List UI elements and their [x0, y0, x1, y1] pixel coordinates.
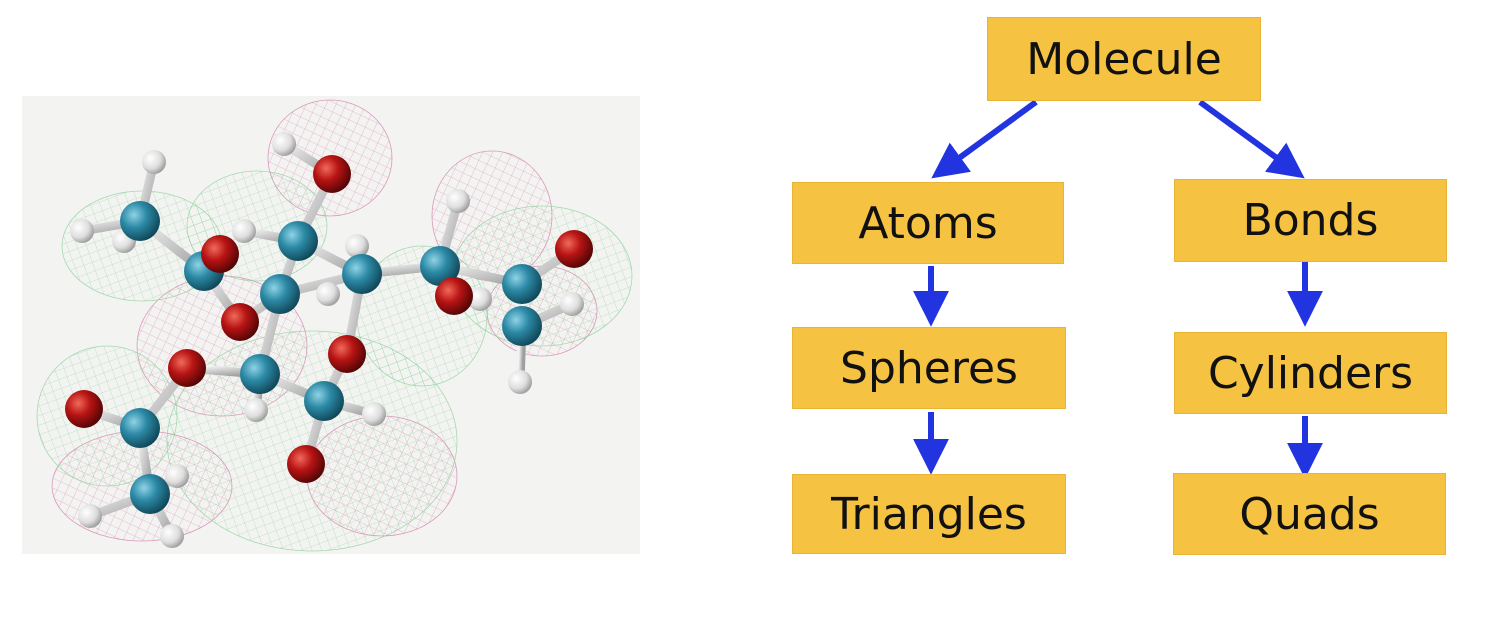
- arrows-layer: [913, 99, 1323, 479]
- carbon-atom: [342, 254, 382, 294]
- hydrogen-atom: [78, 504, 102, 528]
- hydrogen-atom: [165, 464, 189, 488]
- node-cylinders: Cylinders: [1174, 332, 1447, 414]
- oxygen-atom: [201, 235, 239, 273]
- oxygen-atom: [555, 230, 593, 268]
- hydrogen-atom: [142, 150, 166, 174]
- hydrogen-atom: [508, 370, 532, 394]
- node-spheres: Spheres: [792, 327, 1066, 409]
- hydrogen-atom: [232, 219, 256, 243]
- node-triangles: Triangles: [792, 474, 1066, 554]
- hydrogen-atom: [345, 234, 369, 258]
- hydrogen-atom: [272, 132, 296, 156]
- carbon-atom: [278, 221, 318, 261]
- oxygen-atom: [168, 349, 206, 387]
- carbon-atom: [130, 474, 170, 514]
- hydrogen-atom: [160, 524, 184, 548]
- oxygen-atom: [328, 335, 366, 373]
- oxygen-atom: [435, 277, 473, 315]
- hydrogen-atom: [362, 402, 386, 426]
- hierarchy-diagram: Molecule Atoms Bonds Spheres Cylinders T…: [700, 0, 1494, 624]
- carbon-atom: [260, 274, 300, 314]
- oxygen-atom: [287, 445, 325, 483]
- carbon-atom: [120, 408, 160, 448]
- molecule-model-graphic: [36, 99, 633, 552]
- molecule-image: [22, 96, 640, 554]
- hydrogen-atom: [70, 219, 94, 243]
- node-quads: Quads: [1173, 473, 1446, 555]
- carbon-atom: [240, 354, 280, 394]
- carbon-atom: [502, 306, 542, 346]
- oxygen-atom: [221, 303, 259, 341]
- carbon-atom: [420, 246, 460, 286]
- carbon-atom: [120, 201, 160, 241]
- arrow-molecule-to-bonds: [1198, 99, 1305, 179]
- hydrogen-atom: [244, 398, 268, 422]
- node-atoms: Atoms: [792, 182, 1064, 264]
- hydrogen-atom: [560, 292, 584, 316]
- node-bonds: Bonds: [1174, 179, 1447, 262]
- hydrogen-atom: [468, 287, 492, 311]
- node-molecule: Molecule: [987, 17, 1261, 101]
- carbon-atom: [502, 264, 542, 304]
- carbon-atom: [304, 381, 344, 421]
- hydrogen-atom: [446, 189, 470, 213]
- hydrogen-atom: [316, 282, 340, 306]
- oxygen-atom: [313, 155, 351, 193]
- arrow-molecule-to-atoms: [931, 99, 1038, 179]
- oxygen-atom: [65, 390, 103, 428]
